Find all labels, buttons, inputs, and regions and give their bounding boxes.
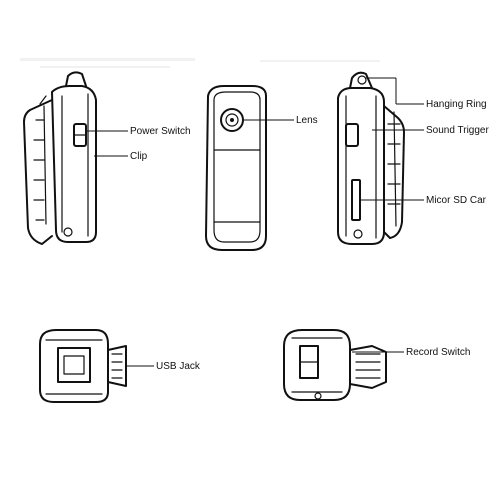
- label-sd-card: Micor SD Car: [426, 195, 487, 206]
- callout-hanging-ring: Hanging Ring: [366, 77, 487, 110]
- label-hanging-ring: Hanging Ring: [426, 99, 487, 110]
- callout-record-switch: Record Switch: [352, 347, 470, 358]
- camera-side-right-icon: [337, 71, 405, 245]
- label-clip: Clip: [130, 151, 148, 162]
- camera-side-left-icon: [23, 71, 97, 245]
- callout-usb-jack: USB Jack: [126, 361, 201, 372]
- label-power-switch: Power Switch: [130, 126, 191, 137]
- callout-sd-card: Micor SD Car: [360, 195, 487, 206]
- label-record-switch: Record Switch: [406, 347, 470, 358]
- label-sound-trigger: Sound Trigger: [426, 125, 489, 136]
- camera-bottom-icon: [39, 329, 127, 403]
- watermark: [20, 58, 380, 68]
- label-lens: Lens: [296, 115, 318, 126]
- camera-top-icon: [283, 329, 387, 401]
- callout-sound-trigger: Sound Trigger: [372, 125, 489, 136]
- callout-power-switch: Power Switch: [86, 126, 191, 137]
- callout-clip: Clip: [94, 151, 148, 162]
- camera-front-icon: [205, 85, 267, 251]
- label-usb-jack: USB Jack: [156, 361, 201, 372]
- callout-lens: Lens: [244, 115, 318, 126]
